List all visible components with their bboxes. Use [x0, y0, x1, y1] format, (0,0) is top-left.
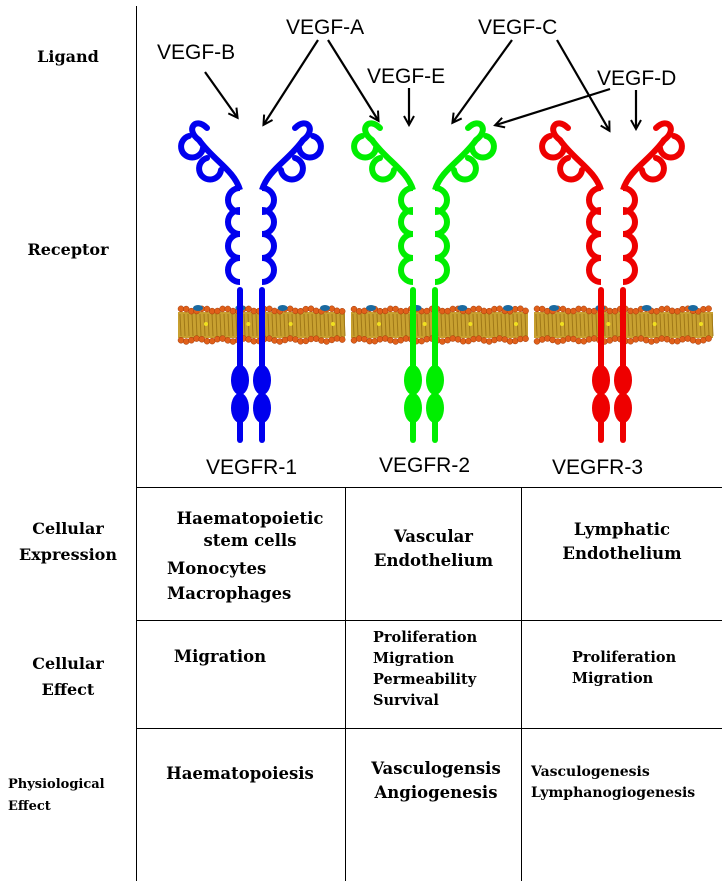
cell-text: Vascular — [394, 527, 473, 546]
cell-effect-vegfr-3: Proliferation Migration — [572, 647, 720, 689]
cell-membranes — [177, 305, 714, 345]
cell-text: Migration — [173, 647, 267, 666]
row-label-line: Physiological — [8, 777, 105, 792]
cell-text: stem cells — [203, 531, 297, 550]
cell-text: Migration — [572, 670, 654, 687]
row-label-line: Effect — [41, 680, 95, 699]
row-divider-2 — [136, 620, 722, 621]
cell-text: Survival — [373, 692, 439, 709]
ligand-vegf-a: VEGF-A — [286, 16, 365, 39]
cell-expression-vegfr-2: Vascular Endothelium — [346, 525, 521, 573]
cell-physio-vegfr-2: Vasculogensis Angiogenesis — [350, 757, 522, 805]
row-label-line: Cellular — [32, 654, 104, 673]
arrow-vegf-a-to-r1 — [264, 39, 319, 124]
ligand-vegf-e: VEGF-E — [367, 65, 446, 88]
cell-physio-vegfr-1: Haematopoiesis — [140, 763, 340, 785]
cell-text: Endothelium — [562, 544, 682, 563]
row-label-cellular-expression: Cellular Expression — [0, 516, 136, 568]
membrane-segment — [350, 305, 529, 345]
row-label-cellular-effect: Cellular Effect — [0, 651, 136, 703]
cell-text: Permeability — [373, 671, 477, 688]
cell-expression-vegfr-3: Lymphatic Endothelium — [522, 518, 722, 566]
receptor-shapes — [178, 120, 685, 443]
cell-text: Haematopoietic — [176, 509, 324, 528]
arrow-vegf-b-to-r1 — [204, 71, 237, 117]
cell-text: Endothelium — [373, 551, 494, 570]
col-divider-2 — [521, 488, 522, 881]
cell-expression-vegfr-1: Haematopoietic stem cells Monocytes Macr… — [150, 508, 350, 605]
receptor-name-vegfr-3: VEGFR-3 — [552, 456, 644, 479]
row-divider-3 — [136, 728, 722, 729]
arrow-vegf-a-to-r2 — [327, 39, 378, 120]
cell-text: Vasculogensis — [371, 759, 501, 778]
col-divider-1 — [345, 488, 346, 881]
receptor-vegfr-1 — [178, 120, 324, 443]
receptor-name-vegfr-1: VEGFR-1 — [206, 456, 298, 479]
receptor-vegfr-2 — [351, 120, 497, 443]
row-label-line: Expression — [19, 545, 117, 564]
ligand-arrows — [204, 39, 636, 130]
ligand-vegf-c: VEGF-C — [478, 16, 558, 39]
cell-text: Proliferation — [572, 649, 677, 666]
cell-effect-vegfr-2: Proliferation Migration Permeability Sur… — [373, 627, 521, 711]
row-label-ligand: Ligand — [0, 44, 136, 70]
cell-text: Angiogenesis — [374, 783, 498, 802]
arrow-vegf-c-to-r2 — [453, 39, 513, 122]
cell-text: Monocytes — [167, 559, 267, 578]
arrow-vegf-c-to-r3 — [556, 39, 609, 130]
left-column-divider — [136, 6, 137, 881]
cell-text: Haematopoiesis — [166, 764, 314, 783]
receptor-vegfr-3 — [539, 120, 685, 443]
row-divider-1 — [136, 487, 722, 488]
ligand-vegf-b: VEGF-B — [157, 41, 236, 64]
row-label-line: Cellular — [32, 519, 104, 538]
row-label-physiological-effect: Physiological Effect — [0, 774, 142, 818]
cell-text: Proliferation — [373, 629, 478, 646]
cell-text: Lymphatic — [573, 520, 671, 539]
receptor-name-vegfr-2: VEGFR-2 — [379, 454, 471, 477]
receptor-diagram — [177, 39, 714, 443]
row-label-receptor-text: Receptor — [27, 240, 109, 259]
ligand-vegf-d: VEGF-D — [597, 67, 677, 90]
cell-text: Macrophages — [167, 584, 292, 603]
cell-physio-vegfr-3: Vasculogenesis Lymphanogiogenesis — [531, 762, 722, 804]
cell-text: Vasculogenesis — [531, 764, 650, 780]
cell-effect-vegfr-1: Migration — [150, 646, 290, 668]
arrow-vegf-d-to-r2 — [496, 87, 611, 125]
cell-text: Migration — [373, 650, 455, 667]
cell-text: Lymphanogiogenesis — [531, 785, 696, 801]
row-label-ligand-text: Ligand — [37, 47, 99, 66]
row-label-receptor: Receptor — [0, 237, 136, 263]
row-label-line: Effect — [8, 799, 51, 814]
